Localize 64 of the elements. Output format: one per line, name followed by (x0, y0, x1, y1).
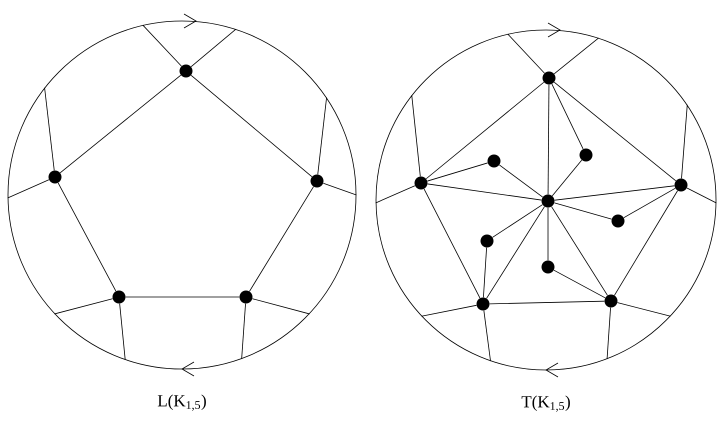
graph-edge (554, 270, 606, 298)
boundary-line (7, 179, 50, 198)
graph-edge (554, 82, 676, 182)
vertex-dot (674, 178, 688, 192)
graph-edge (249, 186, 314, 292)
boundary-line (44, 87, 55, 171)
graph-edge (551, 206, 608, 296)
boundary-line (420, 304, 477, 317)
vertex-dot (480, 234, 494, 248)
graph-edge (614, 190, 678, 296)
boundary-line (190, 28, 236, 68)
graph-edge (427, 184, 542, 200)
graph-edge (60, 74, 182, 174)
boundary-line (681, 104, 688, 179)
boundary-line (375, 185, 416, 204)
vertex-dot (542, 72, 556, 84)
vertex-dot (488, 154, 500, 168)
boundary-line (606, 307, 611, 360)
boundary-line (507, 34, 545, 74)
graph-edge (426, 82, 544, 180)
boundary-line (322, 182, 357, 196)
boundary-line (617, 302, 672, 317)
vertex-dot (476, 298, 490, 310)
graph-edge (554, 185, 675, 201)
graph-edge (489, 300, 605, 304)
boundary-line (252, 298, 310, 314)
node-label: T(K$_{1,5}$) (522, 396, 570, 412)
node-label: L(K$_{1,5}$) (158, 394, 206, 411)
boundary-line (686, 188, 717, 204)
graph-edge (548, 84, 550, 195)
boundary-line (142, 24, 182, 67)
boundary-line (241, 303, 246, 360)
graph-edge (190, 74, 312, 178)
vertex-dot (604, 294, 618, 308)
graph-edge (623, 188, 676, 218)
graph-edge (125, 296, 240, 298)
vertex-dot (580, 148, 592, 162)
vertex-dot (112, 290, 126, 304)
boundary-circle (8, 20, 356, 370)
boundary-line (119, 303, 126, 360)
vertex-dot (542, 194, 554, 208)
boundary-line (411, 94, 421, 177)
boundary-line (54, 298, 113, 314)
graph-edge (58, 182, 116, 292)
vertex-dot (310, 174, 324, 188)
boundary-line (483, 310, 491, 362)
boundary-line (317, 97, 327, 175)
graph-edge (492, 204, 543, 238)
graph-edge (552, 160, 582, 196)
graph-edge (486, 206, 545, 299)
boundary-line (554, 38, 600, 74)
vertex-dot (414, 176, 428, 190)
graph-edge (552, 84, 584, 150)
vertex-dot (542, 260, 554, 274)
graph-edge (483, 247, 487, 298)
vertex-dot (180, 64, 192, 78)
graph-edge (424, 188, 480, 298)
graph-edge (499, 164, 544, 198)
vertex-dot (612, 214, 624, 228)
boundary-circle (376, 30, 716, 370)
vertex-dot (48, 170, 62, 184)
vertex-dot (240, 290, 252, 304)
graph-edge (427, 162, 488, 182)
graph-edge (554, 202, 612, 220)
